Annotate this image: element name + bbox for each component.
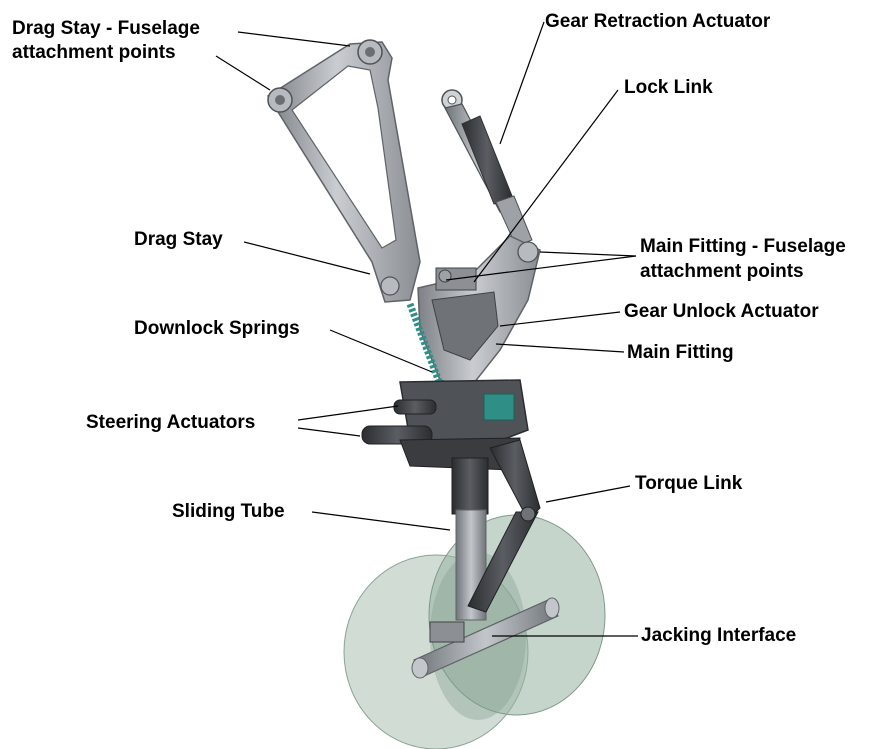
leader-drag-stay-fuselage-2 bbox=[216, 56, 270, 90]
leader-steering-actuators-1 bbox=[298, 406, 398, 420]
label-drag-stay-fuselage-line2: attachment points bbox=[12, 41, 176, 64]
label-gear-unlock-actuator: Gear Unlock Actuator bbox=[624, 300, 819, 323]
label-downlock-springs: Downlock Springs bbox=[134, 317, 300, 340]
drag-stay-structure bbox=[268, 40, 420, 302]
label-sliding-tube: Sliding Tube bbox=[172, 500, 285, 523]
label-gear-retraction-actuator: Gear Retraction Actuator bbox=[545, 10, 770, 33]
leader-sliding-tube bbox=[312, 512, 450, 530]
leader-main-fitting bbox=[496, 344, 624, 352]
label-jacking-interface: Jacking Interface bbox=[641, 624, 796, 647]
leader-drag-stay bbox=[244, 242, 370, 274]
leader-steering-actuators-2 bbox=[298, 428, 360, 436]
leader-torque-link bbox=[546, 486, 630, 502]
label-drag-stay: Drag Stay bbox=[134, 228, 223, 251]
label-drag-stay-fuselage-line1: Drag Stay - Fuselage bbox=[12, 17, 200, 40]
label-main-fitting-fuselage-line1: Main Fitting - Fuselage bbox=[640, 235, 846, 258]
label-steering-actuators: Steering Actuators bbox=[86, 411, 255, 434]
label-main-fitting: Main Fitting bbox=[627, 341, 734, 364]
leader-main-fitting-fuselage-1 bbox=[540, 252, 636, 256]
leader-drag-stay-fuselage-1 bbox=[238, 32, 350, 46]
label-main-fitting-fuselage-line2: attachment points bbox=[640, 260, 804, 283]
leader-downlock-springs bbox=[330, 330, 432, 372]
label-torque-link: Torque Link bbox=[635, 472, 742, 495]
label-lock-link: Lock Link bbox=[624, 76, 713, 99]
leader-gear-retraction-actuator bbox=[500, 22, 544, 144]
